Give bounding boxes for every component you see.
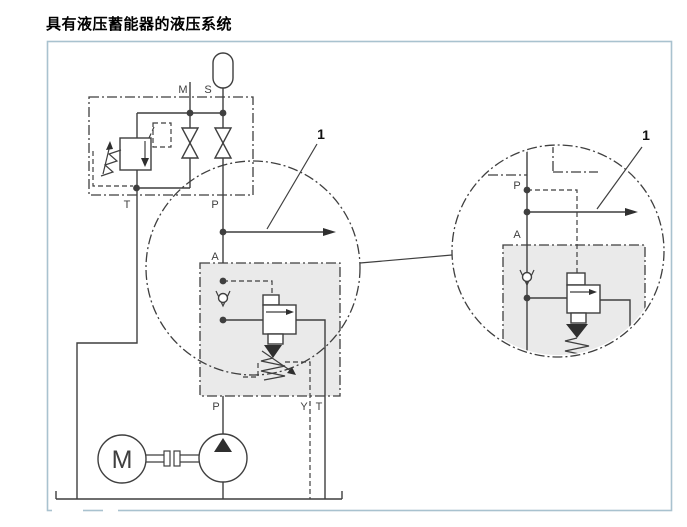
tank-symbol [55, 491, 343, 500]
tank-return-line [76, 188, 138, 499]
relief-valve-symbol [92, 122, 172, 188]
motor-label: M [112, 446, 133, 474]
accumulator-symbol [212, 52, 234, 128]
shutoff-valve-s [213, 127, 233, 159]
port-label-p-bottom: P [212, 401, 219, 413]
detail-contents [454, 147, 646, 355]
port-labels: M S T P A P Y T 1 1 P A [124, 84, 650, 413]
detail-marker-main: 1 [317, 126, 325, 142]
detail-cartridge-valve-symbol [564, 272, 601, 355]
check-valve-symbol [215, 290, 231, 308]
port-label-m: M [178, 84, 187, 96]
detail-circle-main [145, 143, 361, 376]
port-label-y: Y [300, 401, 308, 413]
diagram-frame [46, 40, 673, 514]
detail-port-label-a: A [513, 229, 521, 241]
manifold-internals [215, 280, 326, 499]
coupling-symbol [146, 450, 199, 467]
safety-block-border [88, 96, 254, 196]
electric-motor-symbol: M [97, 434, 147, 484]
port-label-a: A [211, 251, 219, 263]
gauge-line [136, 82, 191, 189]
port-label-p-top: P [211, 199, 218, 211]
port-label-t-top: T [124, 199, 131, 211]
cartridge-valve-symbol [260, 294, 297, 381]
shutoff-valve-m [180, 127, 200, 159]
detail-port-label-p: P [513, 180, 520, 192]
detail-circle-zoom [451, 144, 665, 358]
port-label-t-bottom: T [316, 401, 323, 413]
page-title: 具有液压蓄能器的液压系统 [46, 16, 233, 33]
flow-arrow [223, 228, 336, 236]
detail-connector-line [359, 254, 453, 264]
port-label-s: S [204, 84, 211, 96]
junction-dots [133, 109, 227, 324]
detail-check-valve-symbol [519, 269, 535, 287]
pump-symbol [198, 433, 248, 499]
detail-marker-zoom: 1 [642, 127, 650, 143]
